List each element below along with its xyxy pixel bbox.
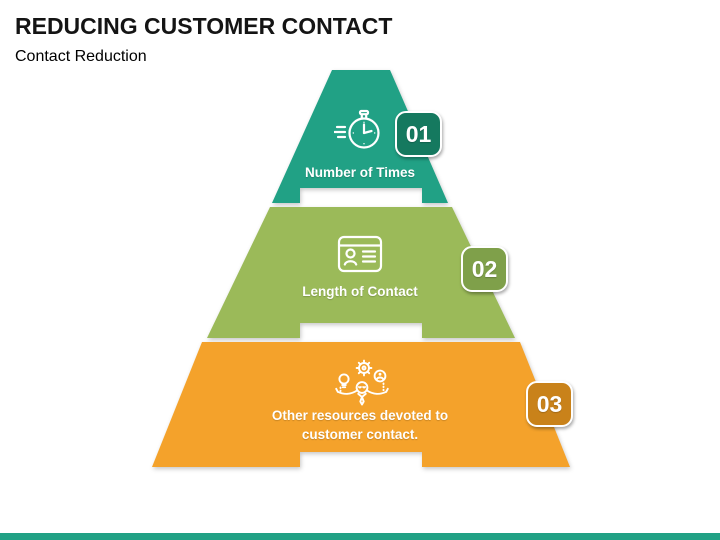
tier-1-number-badge: 01 (395, 111, 442, 157)
footer-accent-bar (0, 533, 720, 540)
tier-3-label: Other resources devoted to customer cont… (240, 406, 480, 444)
tier-2-label: Length of Contact (250, 282, 470, 301)
tier-3-label-line: customer contact. (301, 427, 419, 442)
tier-1-label-line: Number of Times (304, 165, 416, 180)
contact-card-icon (336, 233, 384, 275)
tier-1-label: Number of Times (272, 163, 448, 182)
tier-2-number-badge: 02 (461, 246, 508, 292)
tier-3-label-line: Other resources devoted to (271, 408, 449, 423)
page-title: REDUCING CUSTOMER CONTACT (15, 13, 393, 39)
tier-3-number-badge: 03 (526, 381, 573, 427)
tier-2-label-line: Length of Contact (302, 284, 418, 299)
multitasking-icon (331, 358, 393, 408)
stopwatch-icon (334, 106, 386, 153)
page-subtitle: Contact Reduction (15, 48, 147, 65)
